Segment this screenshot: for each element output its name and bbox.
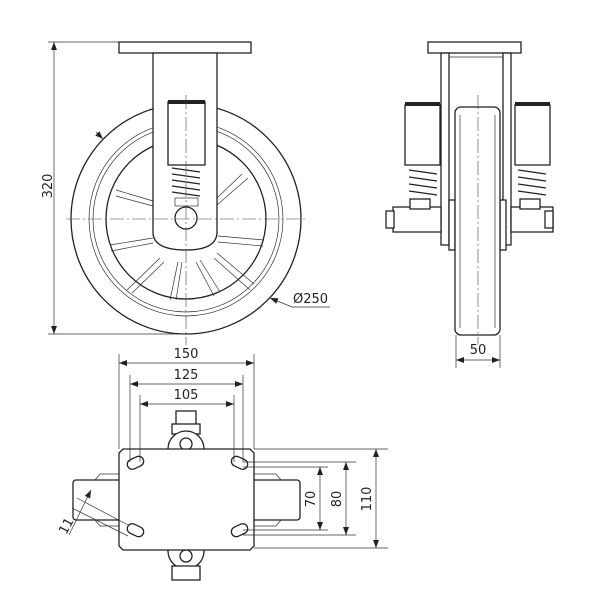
side-mounting-plate [427,41,522,54]
spring-icon [408,169,547,196]
plate-width-dimension: 150 [174,347,199,362]
spokes [109,173,265,301]
front-view: 320 Ø250 [41,41,330,345]
spring-housing [167,101,206,166]
top-view: 150 125 105 110 80 70 11 [56,347,388,581]
axle-left [392,206,442,233]
hole-inner-dimension: 105 [174,388,199,403]
spring-housing-left [404,104,441,166]
hole-v-inner-dimension: 70 [304,491,319,508]
nut-icon [175,410,197,426]
side-view: 50 [385,41,554,368]
mounting-plate [118,41,252,54]
height-dimension: 320 [41,174,56,199]
nut-icon [544,210,554,229]
slot-width-dimension: 11 [56,516,77,538]
hole-outer-dimension: 125 [174,368,199,383]
top-plate [118,448,255,551]
width-dimension: 50 [470,343,487,358]
side-wheel [454,106,501,336]
mounting-slots [126,455,249,538]
nut-icon [385,210,395,229]
nut-icon [171,565,201,581]
plate-height-dimension: 110 [360,487,375,512]
diameter-dimension: Ø250 [293,292,328,307]
hole-v-outer-dimension: 80 [330,491,345,508]
spring-housing-right [514,104,551,166]
